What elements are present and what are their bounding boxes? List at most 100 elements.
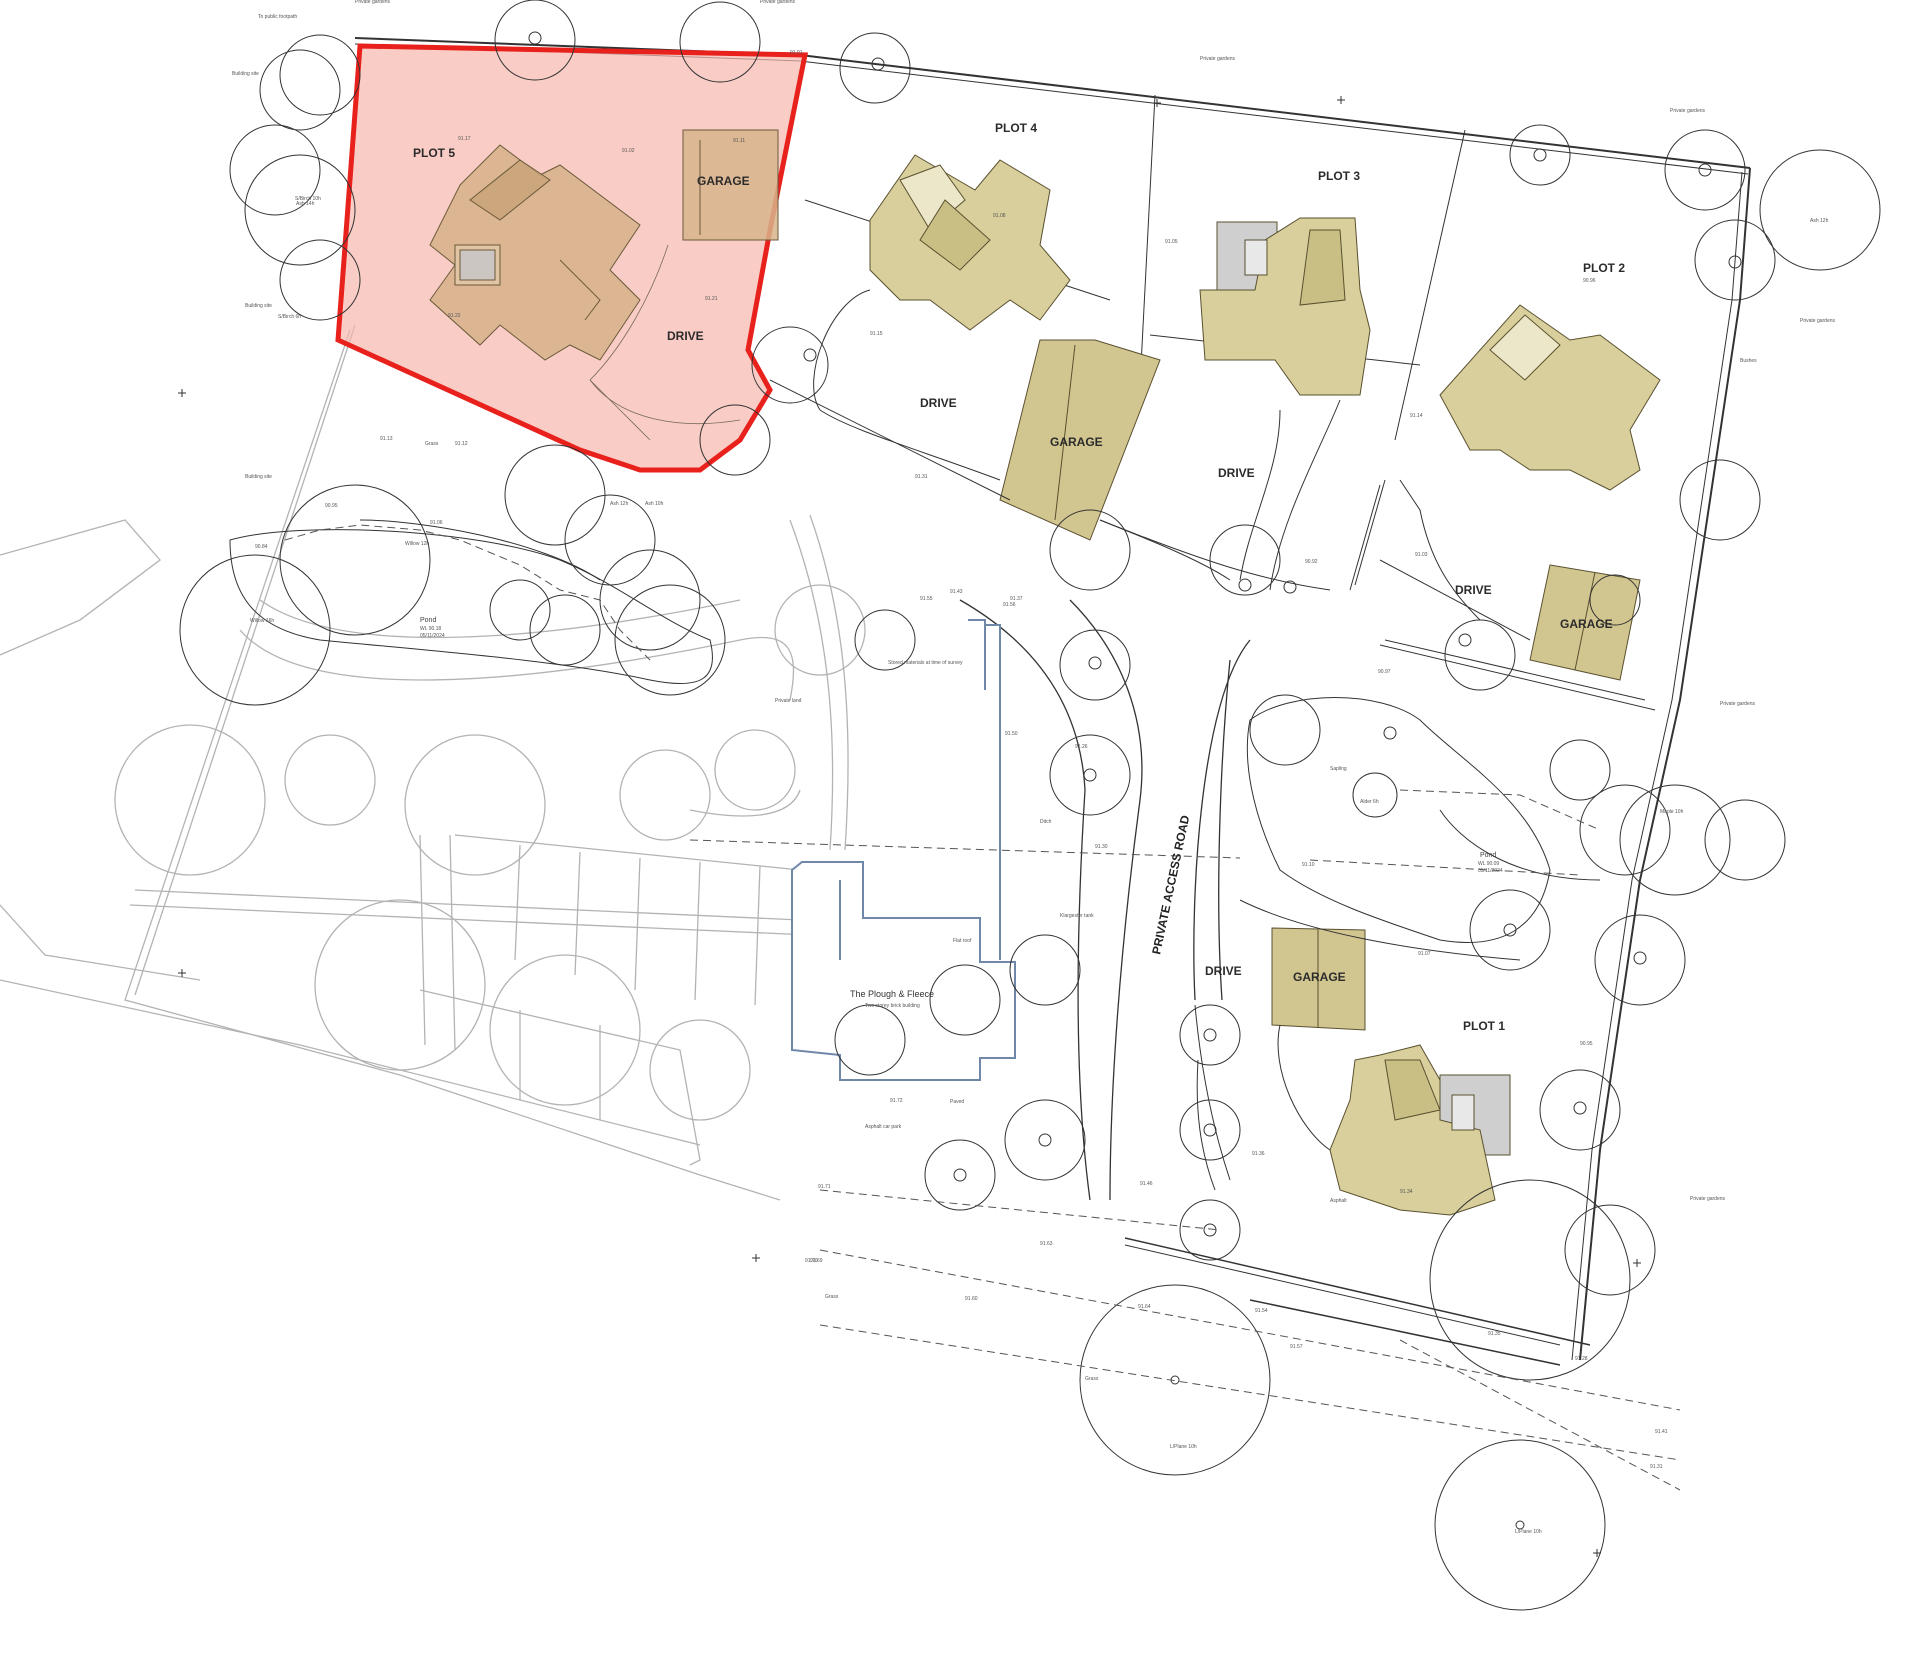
svg-text:91.34: 91.34 [1400,1189,1413,1195]
building-subtitle: Two storey brick building [865,1003,920,1009]
plot-1-label: PLOT 1 [1463,1019,1505,1033]
asphalt-label: Asphalt [1330,1198,1347,1204]
svg-text:91.72: 91.72 [890,1098,903,1104]
svg-text:91.64: 91.64 [1138,1304,1151,1310]
svg-text:91.12: 91.12 [455,441,468,447]
spot-levels: 91.01 91.02 91.05 91.08 91.11 91.15 91.1… [255,50,1668,1470]
building-name: The Plough & Fleece [850,989,934,999]
tree-s-birch-6h: S/Birch 6h [278,314,301,320]
svg-text:91.54: 91.54 [1255,1308,1268,1314]
plot-4-drive-label: DRIVE [920,396,957,410]
plot-3-drive-label: DRIVE [1218,466,1255,480]
tree-l-plane-10h-a: L/Plane 10h [1170,1444,1197,1450]
private-gardens-e3: Private gardens [1720,701,1756,707]
svg-text:91.36: 91.36 [1252,1151,1265,1157]
svg-text:91.28: 91.28 [1575,1356,1588,1362]
svg-text:91.55: 91.55 [920,596,933,602]
private-gardens-n: Private gardens [760,0,796,5]
tree-alder-6h: Alder 6h [1360,799,1379,805]
existing-grey-layer [0,324,866,1201]
plot-2-drive-label: DRIVE [1455,583,1492,597]
svg-text:91.31: 91.31 [915,474,928,480]
svg-text:91.63: 91.63 [1040,1241,1053,1247]
svg-text:91.06: 91.06 [430,520,443,526]
plot-4-garage-label: GARAGE [1050,435,1103,449]
pond-east-date: 05/11/2024 [1478,868,1503,874]
building-site-2: Building site [245,303,272,309]
private-gardens-e2: Private gardens [1800,318,1836,324]
svg-text:91.41: 91.41 [1655,1429,1668,1435]
svg-text:91.01: 91.01 [790,50,803,56]
plot-5-drive-outline [589,244,741,441]
svg-text:91.07: 91.07 [1418,951,1431,957]
plot-3-label: PLOT 3 [1318,169,1360,183]
plot-4-garage [999,339,1161,541]
plot-2-drive [1379,479,1531,641]
svg-text:91.43: 91.43 [950,589,963,595]
grass-label-west: Grass [425,441,439,447]
plot-1-garage [1271,927,1366,1031]
tree-ash-10h: Ash 10h [645,501,664,507]
svg-text:91.69: 91.69 [810,1258,823,1264]
svg-text:90.95: 90.95 [1580,1041,1593,1047]
tree-centres [528,31,1742,1530]
pond-east-label: Pond [1480,852,1496,859]
plot-2-house [1439,304,1661,491]
paved-label: Paved [950,1099,964,1105]
public-footpath-label: To public footpath [258,14,297,20]
plot-3-drive [1099,399,1341,591]
tree-l-plane-10h-b: L/Plane 10h [1515,1529,1542,1535]
private-gardens-nw: Private gardens [355,0,391,5]
svg-text:91.56: 91.56 [1003,602,1016,608]
sapling-note: Sapling [1330,766,1347,772]
private-gardens-se: Private gardens [1690,1196,1726,1202]
svg-text:91.46: 91.46 [1140,1181,1153,1187]
grass-label-south: Grass [1085,1376,1099,1382]
svg-text:91.60: 91.60 [965,1296,978,1302]
pond-west-wl: WL 90.18 [420,626,441,632]
svg-text:91.37: 91.37 [1010,596,1023,602]
pond-west [229,519,713,685]
plot-5-drive-label: DRIVE [667,329,704,343]
plot-4-house [869,154,1071,331]
stored-materials-note: Stored materials at time of survey [888,660,963,666]
svg-text:91.31: 91.31 [1650,1464,1663,1470]
svg-text:91.57: 91.57 [1290,1344,1303,1350]
svg-text:91.71: 91.71 [818,1184,831,1190]
klargester-tank-note: Klargester tank [1060,913,1094,919]
existing-building-plough-fleece [791,619,1016,1081]
svg-text:91.05: 91.05 [1165,239,1178,245]
tree-maple-10h: Maple 10h [1660,809,1684,815]
plot-1-drive-label: DRIVE [1205,964,1242,978]
building-site-3: Building site [245,474,272,480]
plot-2-label: PLOT 2 [1583,261,1625,275]
tree-willow-16h: Willow 16h [250,618,274,624]
private-gardens-e1: Private gardens [1670,108,1706,114]
pond-west-date: 05/11/2024 [420,633,445,639]
survey-markers [178,96,1641,1557]
plot-2-garage-label: GARAGE [1560,617,1613,631]
plot-5-garage-label: GARAGE [697,174,750,188]
flat-roof-note: Flat roof [953,938,972,944]
tree-ash-14h: Ash 14h [296,201,315,207]
tree-willow-12h: Willow 12h [405,541,429,547]
building-site-1: Building site [232,71,259,77]
svg-text:91.35: 91.35 [1488,1331,1501,1337]
pond-east [1239,697,1601,961]
svg-text:90.84: 90.84 [255,544,268,550]
plot-5-label: PLOT 5 [413,146,455,160]
tree-bushes: Bushes [1740,358,1757,364]
svg-text:91.10: 91.10 [1302,862,1315,868]
plot-5-house [429,144,641,361]
svg-text:91.11: 91.11 [733,138,745,144]
svg-text:91.13: 91.13 [380,436,393,442]
svg-text:90.95: 90.95 [325,503,338,509]
pond-east-wl: WL 90.09 [1478,861,1499,867]
private-land-label: Private land [775,698,802,704]
svg-text:91.70: 91.70 [805,1258,818,1264]
svg-text:91.26: 91.26 [1075,744,1088,750]
access-road [959,599,1251,1201]
svg-text:91.22: 91.22 [448,313,461,319]
svg-text:91.15: 91.15 [870,331,883,337]
svg-text:91.14: 91.14 [1410,413,1423,419]
